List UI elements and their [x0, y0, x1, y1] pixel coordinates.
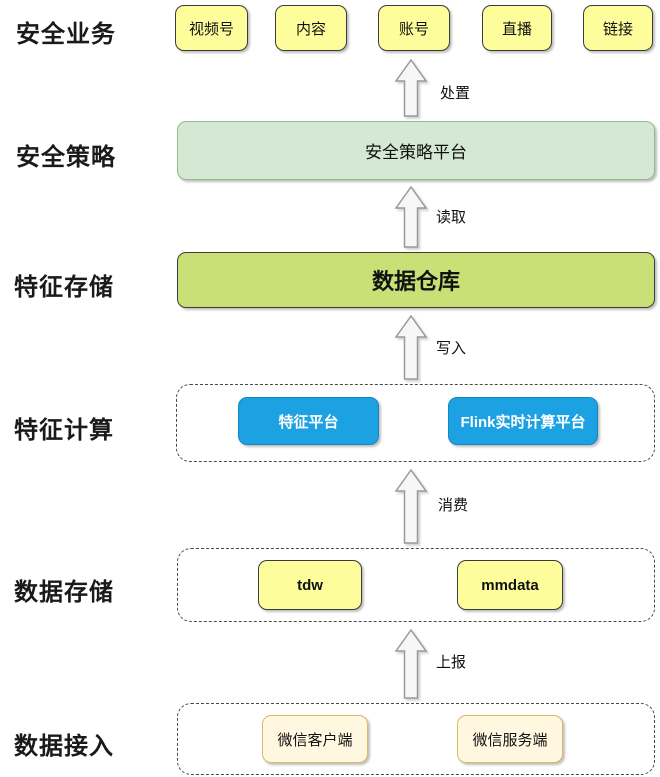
layer-label-security-policy: 安全策略 — [16, 144, 116, 171]
node-live: 直播 — [482, 5, 552, 51]
node-security-policy-platform: 安全策略平台 — [177, 121, 655, 180]
node-data-warehouse: 数据仓库 — [177, 252, 655, 308]
data-access-container — [177, 703, 655, 775]
feature-computing-container — [176, 384, 655, 462]
arrow-up-icon — [394, 186, 428, 248]
node-wechat-client: 微信客户端 — [262, 715, 368, 763]
layer-label-data-access: 数据接入 — [14, 733, 114, 760]
node-flink-platform: Flink实时计算平台 — [448, 397, 598, 445]
arrow-label-consume: 消费 — [438, 497, 469, 514]
layer-label-feature-storage: 特征存储 — [14, 274, 114, 301]
arrow-up-icon — [394, 59, 428, 117]
node-link: 链接 — [583, 5, 653, 51]
layer-label-data-storage: 数据存储 — [14, 579, 114, 606]
arrow-label-dispose: 处置 — [440, 85, 471, 102]
arrow-up-icon — [394, 629, 428, 699]
arrow-label-write: 写入 — [436, 340, 467, 357]
node-content: 内容 — [275, 5, 347, 51]
node-feature-platform: 特征平台 — [238, 397, 379, 445]
arrow-label-report: 上报 — [436, 654, 467, 671]
node-account: 账号 — [378, 5, 450, 51]
data-storage-container — [177, 548, 655, 622]
layer-label-feature-computing: 特征计算 — [14, 417, 114, 444]
node-video-account: 视频号 — [175, 5, 248, 51]
arrow-up-icon — [394, 315, 428, 380]
layer-label-security-business: 安全业务 — [16, 21, 116, 48]
node-mmdata: mmdata — [457, 560, 563, 610]
node-wechat-server: 微信服务端 — [457, 715, 563, 763]
arrow-label-read: 读取 — [436, 209, 467, 226]
arrow-up-icon — [394, 469, 428, 544]
node-tdw: tdw — [258, 560, 362, 610]
